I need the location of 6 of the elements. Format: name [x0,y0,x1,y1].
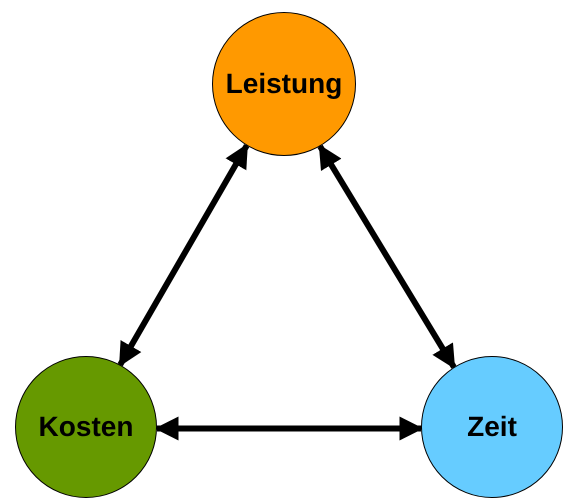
node-label: Leistung [226,68,342,100]
double-arrow [154,416,424,440]
double-arrow [118,144,250,367]
node-label: Zeit [467,411,517,443]
node-label: Kosten [38,411,134,443]
double-arrow [317,144,456,370]
